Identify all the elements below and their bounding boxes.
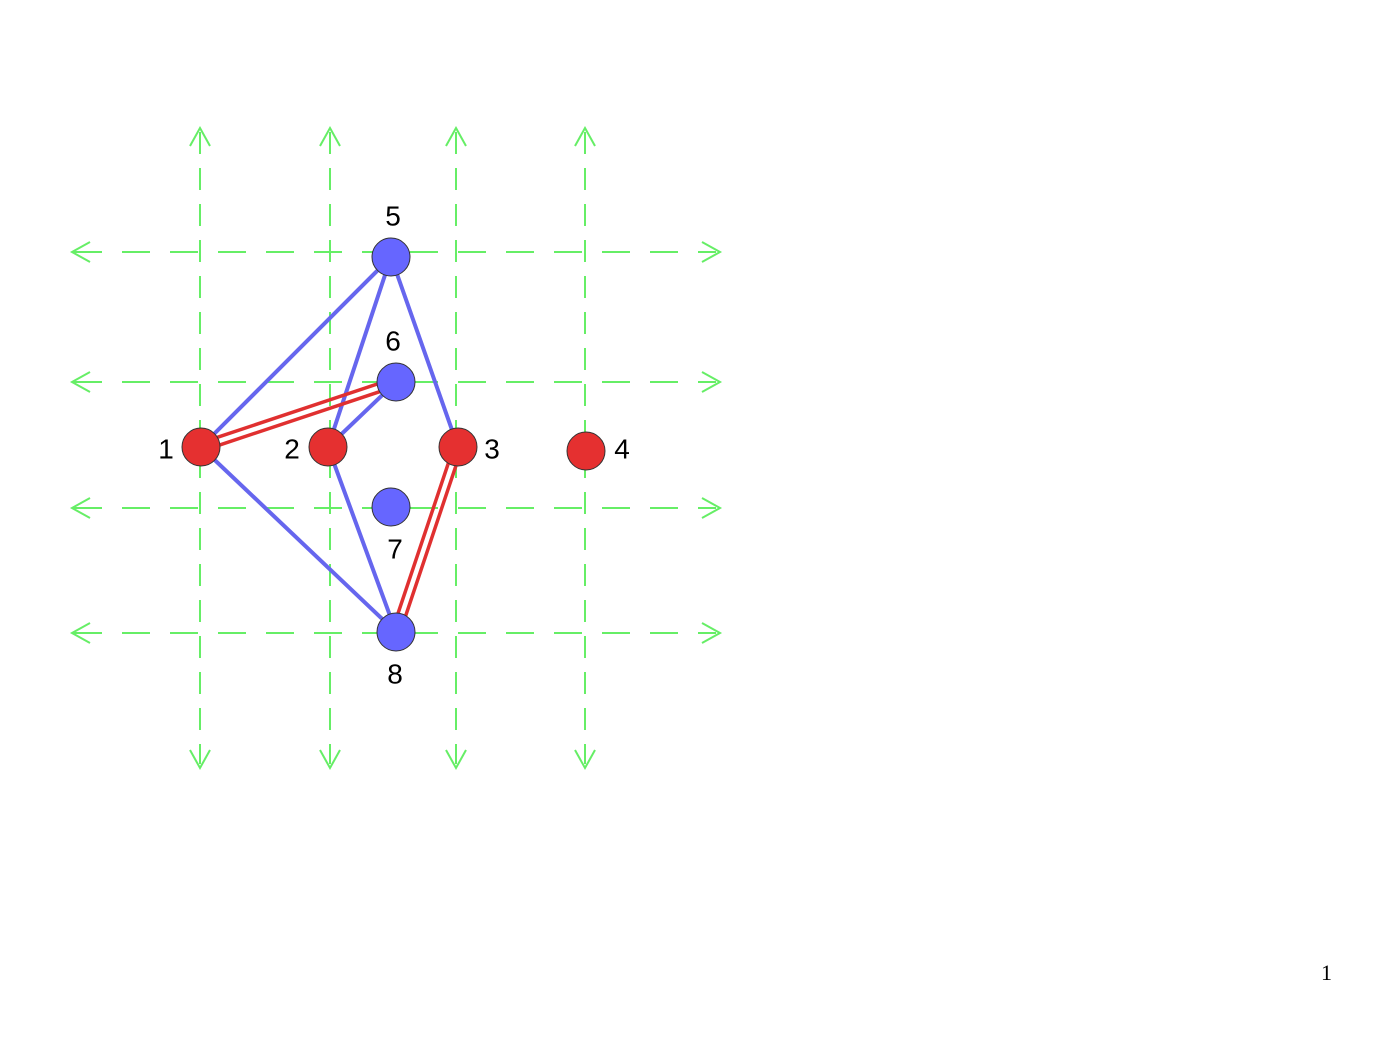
- edge-double-1-6: [197, 376, 400, 453]
- arrow-right-icon: [701, 622, 723, 644]
- grid-lines: [69, 125, 723, 771]
- arrow-up-icon: [189, 125, 211, 147]
- node-label-3: 3: [484, 433, 500, 464]
- arrow-left-icon: [69, 622, 91, 644]
- node-label-5: 5: [385, 200, 401, 231]
- edge-2-8: [326, 445, 398, 634]
- arrow-left-icon: [69, 371, 91, 393]
- node-label-2: 2: [284, 433, 300, 464]
- arrow-down-icon: [189, 749, 211, 771]
- edge-1-8: [199, 445, 398, 634]
- node-label-1: 1: [158, 433, 174, 464]
- node-8: [376, 612, 416, 652]
- arrow-down-icon: [574, 749, 596, 771]
- node-label-4: 4: [614, 433, 630, 464]
- node-1: [181, 427, 221, 467]
- node-label-6: 6: [385, 325, 401, 356]
- arrow-left-icon: [69, 497, 91, 519]
- node-6: [376, 362, 416, 402]
- node-2: [308, 427, 348, 467]
- arrow-down-icon: [445, 749, 467, 771]
- node-label-8: 8: [387, 658, 403, 689]
- arrow-left-icon: [69, 241, 91, 263]
- arrow-down-icon: [319, 749, 341, 771]
- page-number: 1: [1321, 960, 1332, 985]
- node-labels: 1 2 3 4 5 6 7 8: [158, 200, 630, 689]
- node-4: [566, 431, 606, 471]
- arrow-up-icon: [574, 125, 596, 147]
- nodes: [181, 237, 606, 652]
- node-5: [371, 237, 411, 277]
- node-7: [371, 487, 411, 527]
- arrow-right-icon: [701, 241, 723, 263]
- arrow-up-icon: [319, 125, 341, 147]
- arrow-up-icon: [445, 125, 467, 147]
- arrow-right-icon: [701, 497, 723, 519]
- edge-double-3-8: [390, 443, 464, 636]
- node-3: [438, 427, 478, 467]
- edge-1-5: [199, 255, 393, 449]
- node-label-7: 7: [387, 533, 403, 564]
- edge-2-5: [326, 255, 393, 449]
- arrow-right-icon: [701, 371, 723, 393]
- edge-3-5: [389, 255, 460, 449]
